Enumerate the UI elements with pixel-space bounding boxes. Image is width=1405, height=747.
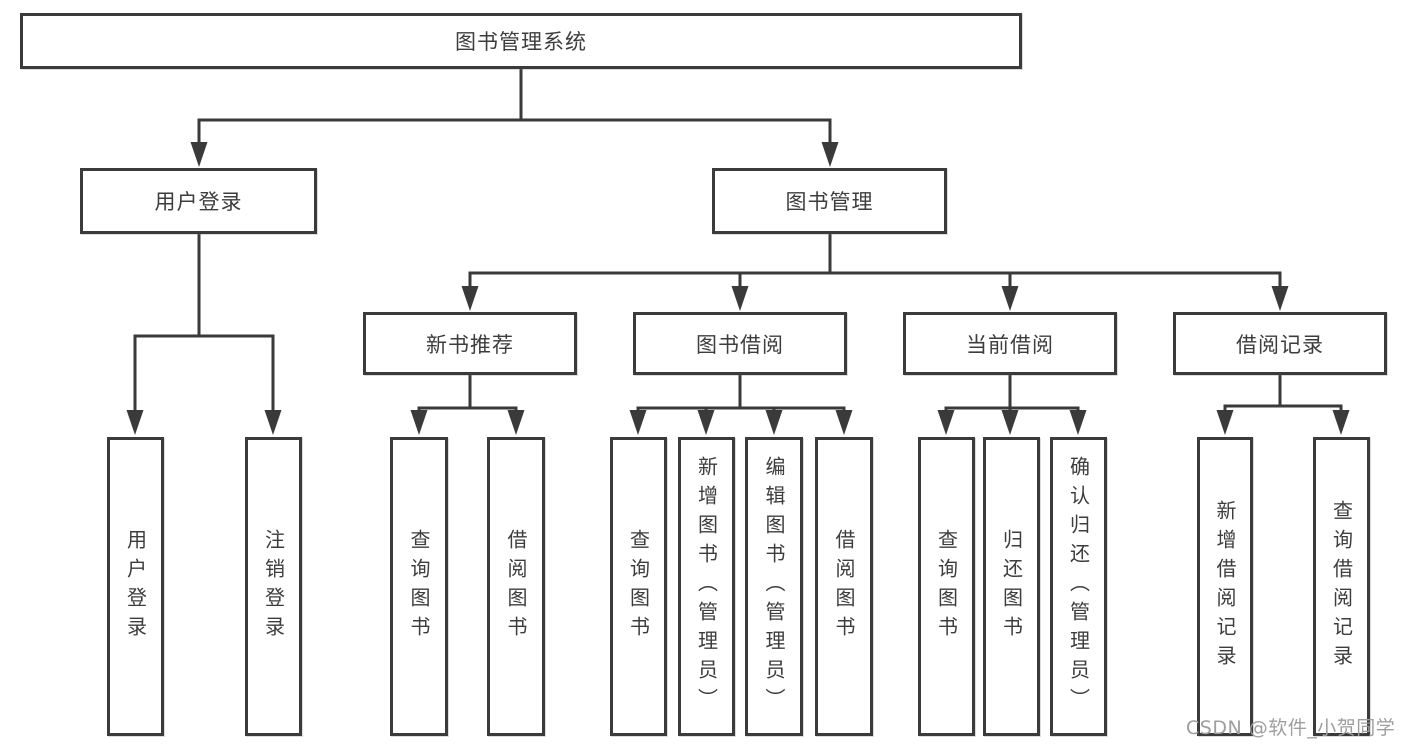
leaf-recommend-borrow-books: 借阅图书 (487, 437, 545, 736)
leaf-borrow-query-books: 查询图书 (610, 437, 667, 736)
leaf-user-login: 用户登录 (107, 437, 164, 736)
leaf-confirm-return-admin: 确认归还（管理员） (1050, 437, 1107, 736)
leaf-recommend-query-books: 查询图书 (390, 437, 448, 736)
node-user-login: 用户登录 (80, 168, 317, 234)
leaf-logout: 注销登录 (245, 437, 302, 736)
csdn-watermark: CSDN @软件_小贺同学 (1186, 717, 1396, 739)
node-current-borrowing: 当前借阅 (903, 312, 1117, 375)
leaf-add-books-admin: 新增图书（管理员） (678, 437, 735, 736)
leaf-borrow-books: 借阅图书 (815, 437, 873, 736)
node-library-management-system: 图书管理系统 (20, 13, 1022, 69)
leaf-edit-books-admin: 编辑图书（管理员） (745, 437, 803, 736)
leaf-current-query-books: 查询图书 (918, 437, 975, 736)
node-book-management: 图书管理 (712, 168, 947, 234)
node-new-book-recommendation: 新书推荐 (363, 312, 577, 375)
leaf-add-borrow-record: 新增借阅记录 (1197, 437, 1253, 736)
node-borrowing-records: 借阅记录 (1173, 312, 1387, 375)
node-book-borrowing: 图书借阅 (633, 312, 847, 375)
leaf-query-borrow-record: 查询借阅记录 (1313, 437, 1370, 736)
leaf-return-books: 归还图书 (983, 437, 1040, 736)
